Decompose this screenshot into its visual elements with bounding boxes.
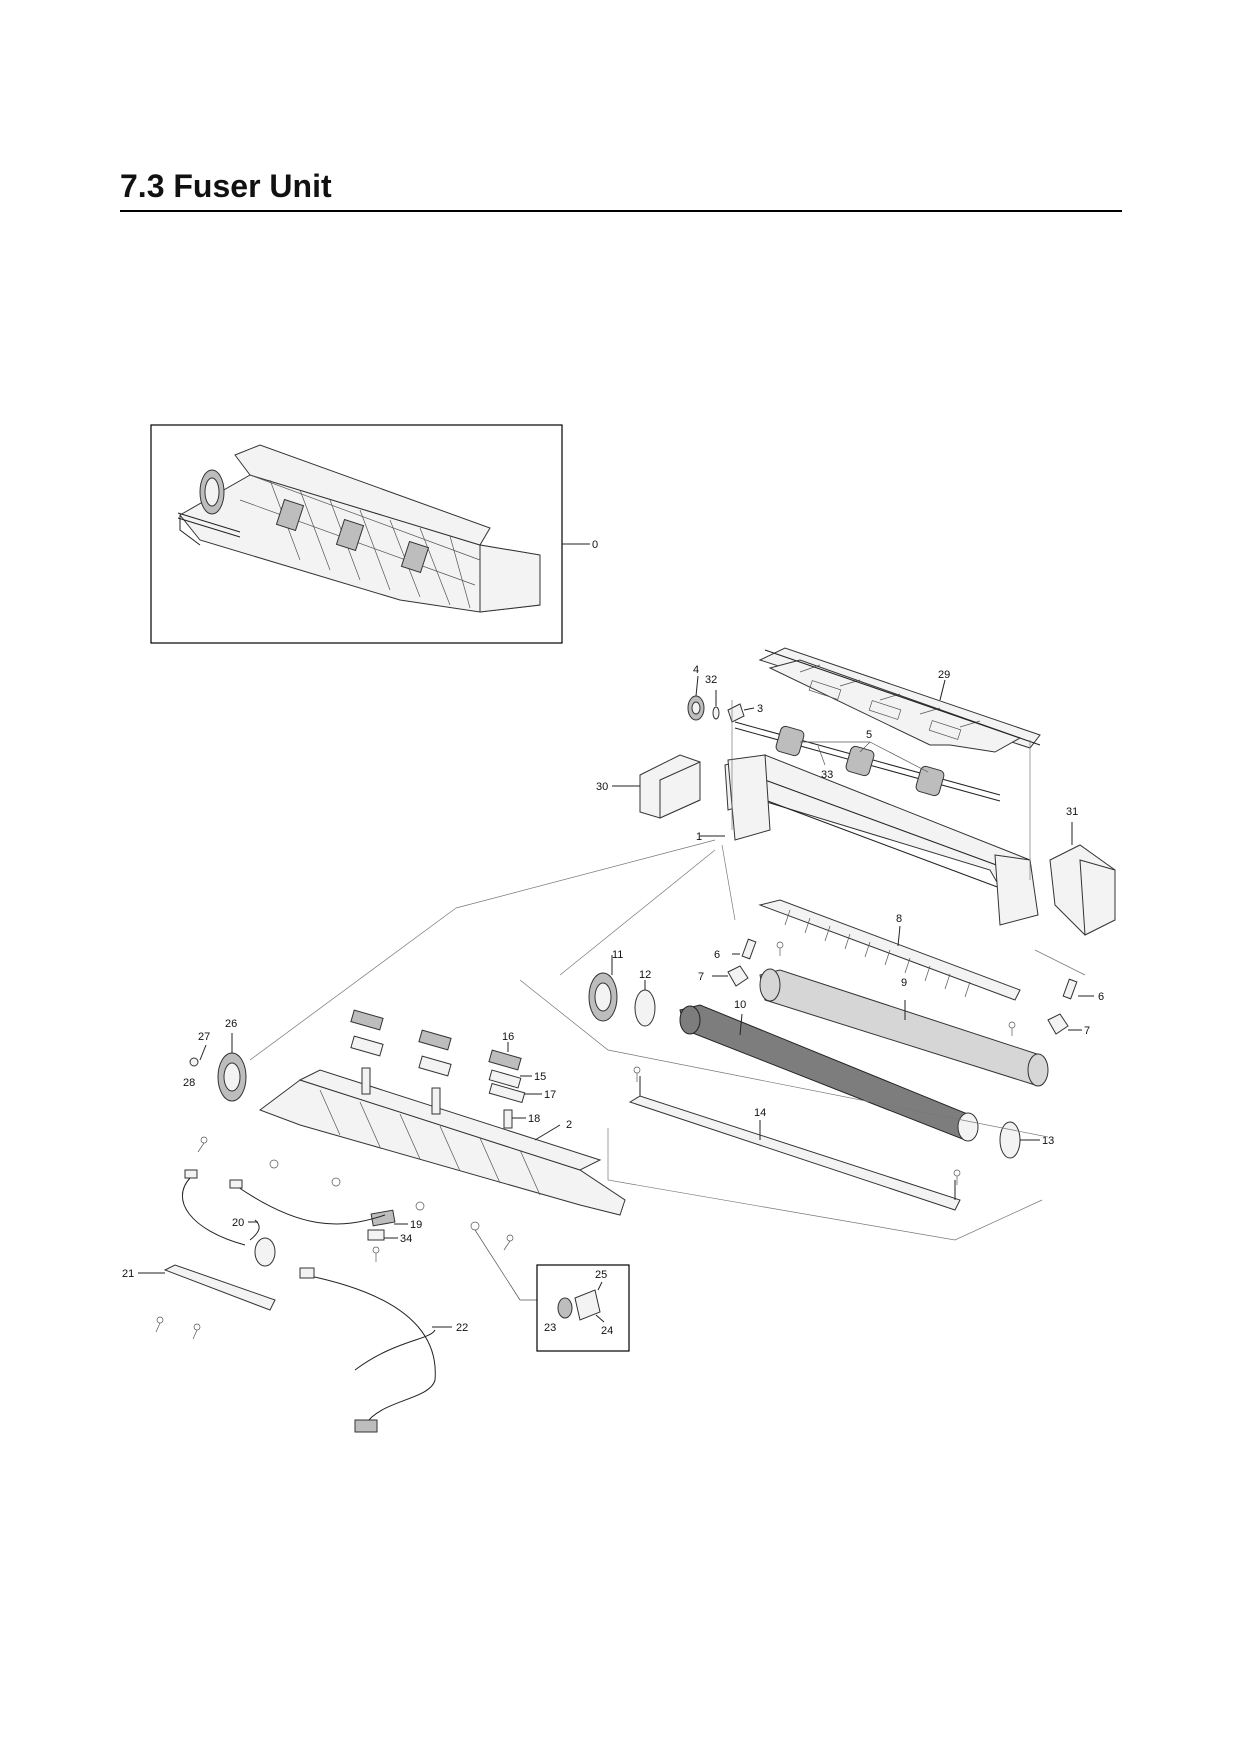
callout-24: 24	[601, 1325, 613, 1337]
lamp-bracket-part	[628, 1076, 961, 1211]
holder-15-part	[488, 1069, 532, 1089]
page-title: 7.3 Fuser Unit	[120, 168, 332, 204]
callout-11: 11	[612, 949, 623, 961]
callout-12: 12	[639, 969, 651, 981]
callout-34: 34	[400, 1233, 412, 1245]
main-frame-part	[700, 754, 1039, 926]
thermostat-bracket-21-part	[138, 1264, 276, 1311]
callout-9: 9	[901, 977, 907, 989]
callout-7-right: 7	[1084, 1025, 1090, 1037]
thermistor-19-part	[370, 1209, 408, 1227]
callout-17: 17	[544, 1089, 556, 1101]
pressure-roller-part	[759, 968, 1049, 1087]
gear-4-part	[687, 675, 705, 721]
spring-6-right-part	[1062, 978, 1094, 1000]
callout-13: 13	[1042, 1135, 1054, 1147]
callout-19: 19	[410, 1219, 422, 1231]
callout-6-right: 6	[1098, 991, 1104, 1003]
spring-18-part	[503, 1109, 526, 1129]
wire-harness-22-part	[181, 1169, 452, 1433]
callout-26: 26	[225, 1018, 237, 1030]
callout-31: 31	[1066, 806, 1078, 818]
callout-23: 23	[544, 1322, 556, 1334]
top-cover-part	[758, 647, 1041, 753]
callout-25: 25	[595, 1269, 607, 1281]
lower-frame-part	[258, 1069, 626, 1216]
guide-part	[758, 899, 1021, 1001]
washer-32-part	[712, 690, 720, 720]
callout-14: 14	[754, 1107, 766, 1119]
right-cover-part	[1049, 822, 1116, 936]
roller-group-left	[350, 1009, 384, 1095]
clip-28-part	[189, 1057, 199, 1067]
callout-6-left: 6	[714, 949, 720, 961]
bushing-13-part	[999, 1121, 1040, 1159]
callout-2: 2	[566, 1119, 572, 1131]
callout-16: 16	[502, 1031, 514, 1043]
bushing-7-left-part	[712, 965, 749, 987]
callout-28: 28	[183, 1077, 195, 1089]
callout-21: 21	[122, 1268, 134, 1280]
callout-8: 8	[896, 913, 902, 925]
callout-4: 4	[693, 664, 699, 676]
left-cover-part	[612, 754, 701, 819]
exit-roller-shaft-part	[734, 721, 1001, 802]
callout-7-left: 7	[698, 971, 704, 983]
callout-22: 22	[456, 1322, 468, 1334]
callout-20: 20	[232, 1217, 244, 1229]
callout-15: 15	[534, 1071, 546, 1083]
pin-27-part	[199, 1044, 207, 1061]
thermostat-20-part	[248, 1219, 276, 1267]
title-divider	[120, 210, 1122, 212]
callout-5: 5	[866, 729, 872, 741]
callout-3: 3	[757, 703, 763, 715]
holder-17-part	[488, 1082, 542, 1104]
bracket-34-part	[367, 1229, 398, 1241]
bushing-12-part	[634, 980, 656, 1027]
bushing-7-right-part	[1047, 1013, 1082, 1035]
callout-29: 29	[938, 669, 950, 681]
callout-18: 18	[528, 1113, 540, 1125]
callout-32: 32	[705, 674, 717, 686]
callout-27: 27	[198, 1031, 210, 1043]
callout-30: 30	[596, 781, 608, 793]
roller-group-middle	[418, 1029, 452, 1115]
spring-6-left-part	[732, 938, 757, 960]
gear-11-part	[588, 955, 618, 1022]
idle-roller-16-part	[488, 1042, 522, 1071]
gear-26-part	[217, 1033, 247, 1102]
callout-1: 1	[696, 831, 702, 843]
assembly-guide-lines	[249, 700, 1086, 1241]
callout-0: 0	[592, 539, 598, 551]
callout-10: 10	[734, 999, 746, 1011]
assembled-fuser-view	[150, 424, 590, 644]
screws	[155, 941, 1016, 1340]
detail-box	[474, 1229, 630, 1352]
